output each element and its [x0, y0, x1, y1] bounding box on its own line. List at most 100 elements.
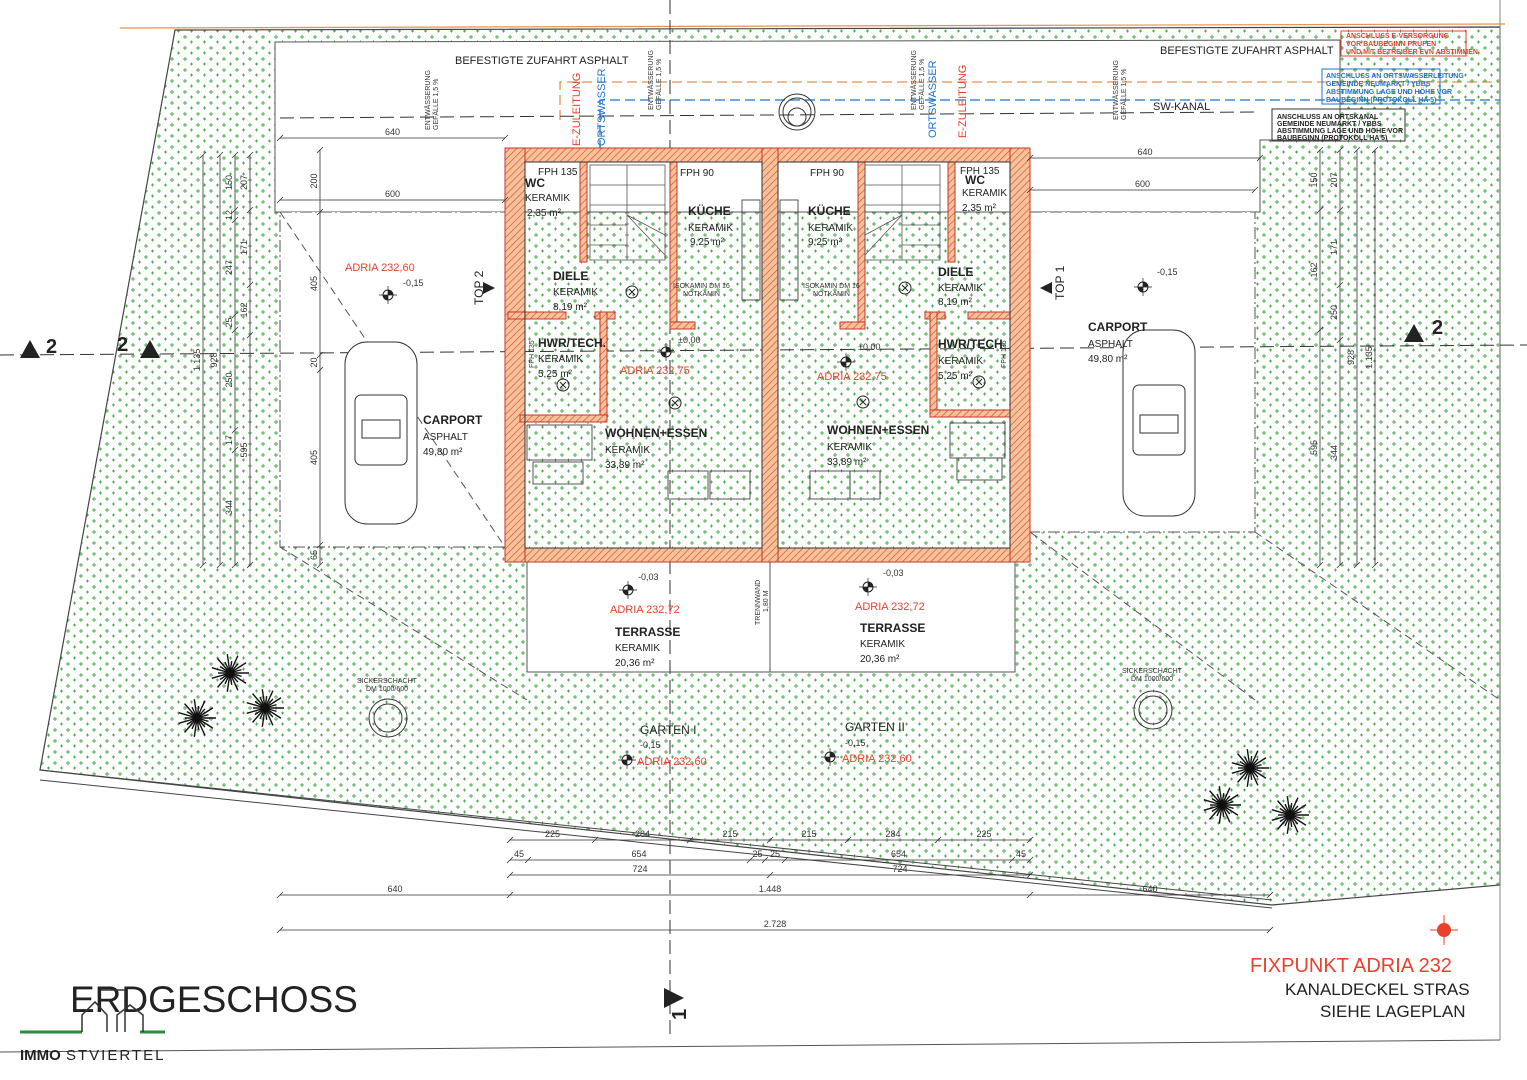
- unit-top-1: TOP 1 FPH 135 WC KERAMIK 2,35 m² FPH 90 …: [803, 166, 1178, 765]
- level-marker-icon: [1134, 278, 1152, 296]
- dimension-label: 595: [239, 442, 249, 457]
- units-0-utility-area: 5,25 m²: [538, 369, 573, 380]
- driveway-label-left: BEFESTIGTE ZUFAHRT ASPHALT: [455, 55, 629, 67]
- dimension-label: 724: [632, 864, 647, 874]
- units-1-terrace-area: 20,36 m²: [860, 654, 900, 665]
- units-0-terrace-level: -0,03: [638, 572, 659, 582]
- site-section_2: 2: [1432, 317, 1443, 339]
- site-note_sewer-3: BAUBEGINN (PROTOKOLL HA 5): [1277, 135, 1387, 142]
- dimension-label: 405: [309, 450, 319, 465]
- fixpoint-line1: KANALDECKEL STRAS: [1285, 980, 1470, 999]
- units-1-terrace-name: TERRASSE: [860, 621, 925, 635]
- units-0-utility-floor: KERAMIK: [538, 354, 583, 365]
- units-0-wc-name: WC: [525, 176, 545, 190]
- level-marker-icon: [379, 286, 397, 304]
- units-0-living-area: 33,89 m²: [605, 460, 645, 471]
- units-1-wc-floor: KERAMIK: [962, 188, 1007, 199]
- tree-icon: [1271, 796, 1309, 834]
- fixpoint-line2: SIEHE LAGEPLAN: [1320, 1002, 1466, 1021]
- units-1-hall-area: 8,19 m²: [938, 297, 973, 308]
- site-note_power-2: UND MIT BETREIBER EVN ABSTIMMEN: [1346, 49, 1478, 56]
- fixpoint-title: FIXPUNKT ADRIA 232: [1250, 955, 1452, 977]
- sewer-label: SW-KANAL: [1153, 101, 1210, 113]
- logo-brand-light: STVIERTEL: [66, 1047, 165, 1064]
- light-fixture-icon: [668, 396, 682, 410]
- house-walls: [504, 147, 1031, 563]
- units-1-kitchen-name: KÜCHE: [808, 203, 851, 218]
- dimension-label: 600: [385, 189, 400, 199]
- partition-label: TRENNWAND: [755, 580, 762, 625]
- dimension-label: 640: [1142, 884, 1157, 894]
- dimension-label: 162: [239, 302, 249, 317]
- dimension-label: 640: [385, 127, 400, 137]
- dimension-label: 1.135: [192, 349, 202, 372]
- plan-title: ERDGESCHOSS: [70, 979, 358, 1020]
- dimension-label: 405: [309, 276, 319, 291]
- dimension-label: 640: [387, 884, 402, 894]
- unit-left-interior: [524, 161, 763, 549]
- unit-label: TOP 2: [472, 270, 486, 305]
- units-1-terrace-adria: ADRIA 232,72: [855, 601, 925, 613]
- units-0-chimney-1: NOTKAMIN: [683, 291, 720, 298]
- units-1-utility-area: 5,25 m²: [938, 371, 973, 382]
- units-1-kitchen-window: FPH 90: [810, 168, 844, 179]
- units-0-terrace-name: TERRASSE: [615, 625, 680, 639]
- units-1-garden-adria: ADRIA 232,60: [842, 753, 912, 765]
- light-fixture-icon: [556, 378, 570, 392]
- units-0-level: ±0,00: [678, 335, 700, 345]
- tree-icon: [1231, 749, 1269, 787]
- site-note_water-3: BAUBEGINN (PROTOKOLL HA 5): [1326, 97, 1436, 104]
- units-0-living-floor: KERAMIK: [605, 445, 650, 456]
- drainage-slope: GEFÄLLE 1,5 %: [432, 79, 440, 130]
- units-0-level_adria: ADRIA 232,75: [620, 365, 690, 377]
- dimension-label: 171: [239, 240, 249, 255]
- drainage-label: ENTWÄSSERUNG: [910, 50, 918, 110]
- units-0-wc-floor: KERAMIK: [525, 193, 570, 204]
- note-sewer: ANSCHLUSS AN ORTSKANAL GEMEINDE NEUMARKT…: [1271, 108, 1406, 142]
- units-0-terrace-area: 20,36 m²: [615, 658, 655, 669]
- dimension-label: 17: [224, 435, 234, 445]
- drainage-label: ENTWÄSSERUNG: [647, 50, 655, 110]
- units-0-garden-name: GARTEN I: [640, 723, 696, 737]
- units-1-living-floor: KERAMIK: [827, 442, 872, 453]
- unit-top-2: TOP 2 FPH 135 WC KERAMIK 2,35 m² FPH 90 …: [345, 167, 733, 768]
- tree-icons: [178, 654, 1309, 834]
- drainage-slope: GEFÄLLE 1,5 %: [655, 59, 663, 110]
- site-section_2: 2: [46, 336, 57, 358]
- units-1-chimney-0: ISOKAMIN DM 16: [803, 283, 860, 290]
- dimension-label: 2.728: [764, 919, 787, 929]
- units-1-carport-floor: ASPHALT: [1088, 339, 1133, 350]
- units-1-kitchen-area: 9,25 m²: [808, 237, 843, 248]
- manhole-icon: [368, 93, 1173, 738]
- light-fixture-icon: [625, 285, 639, 299]
- units-0-utility-window: FPH 135: [529, 340, 536, 368]
- units-1-wc-area: 2,35 m²: [962, 203, 997, 214]
- dimension-label: 928: [1346, 350, 1356, 365]
- units-0-carport-name: CARPORT: [423, 413, 483, 427]
- units-0-utility-name: HWR/TECH.: [538, 336, 606, 350]
- dimension-label: 207: [1329, 172, 1339, 187]
- units-1-carport-name: CARPORT: [1088, 320, 1148, 334]
- site-note_sewer-2: ABSTIMMUNG LAGE UND HÖHE VOR: [1277, 126, 1403, 135]
- site-note_water-2: ABSTIMMUNG LAGE UND HÖHE VOR: [1326, 87, 1452, 96]
- units-0-carport-adria: ADRIA 232,60: [345, 262, 415, 274]
- units-1-kitchen-floor: KERAMIK: [808, 223, 853, 234]
- dimension-label: 284: [885, 829, 900, 839]
- units-0-garden-level: -0,15: [640, 740, 661, 750]
- partition-height: 1,80 M: [763, 590, 770, 612]
- dimension-label: 225: [545, 829, 560, 839]
- units-1-living-area: 33,89 m²: [827, 457, 867, 468]
- section-marker-2: 2 2 2: [20, 317, 1443, 358]
- units-0-kitchen-name: KÜCHE: [688, 203, 731, 218]
- dimension-label: 284: [635, 829, 650, 839]
- units-1-wc-window: FPH 135: [960, 166, 1000, 177]
- car-icon: [344, 329, 1196, 525]
- level-marker-icon: [657, 343, 675, 361]
- dimension-label: 25: [224, 317, 234, 327]
- dimension-label: 247: [224, 260, 234, 275]
- units-0-wc-window: FPH 135: [538, 167, 578, 178]
- drainage-slope: GEFÄLLE 1,5 %: [1120, 69, 1128, 120]
- units-1-level_adria: ADRIA 232,75: [817, 371, 887, 383]
